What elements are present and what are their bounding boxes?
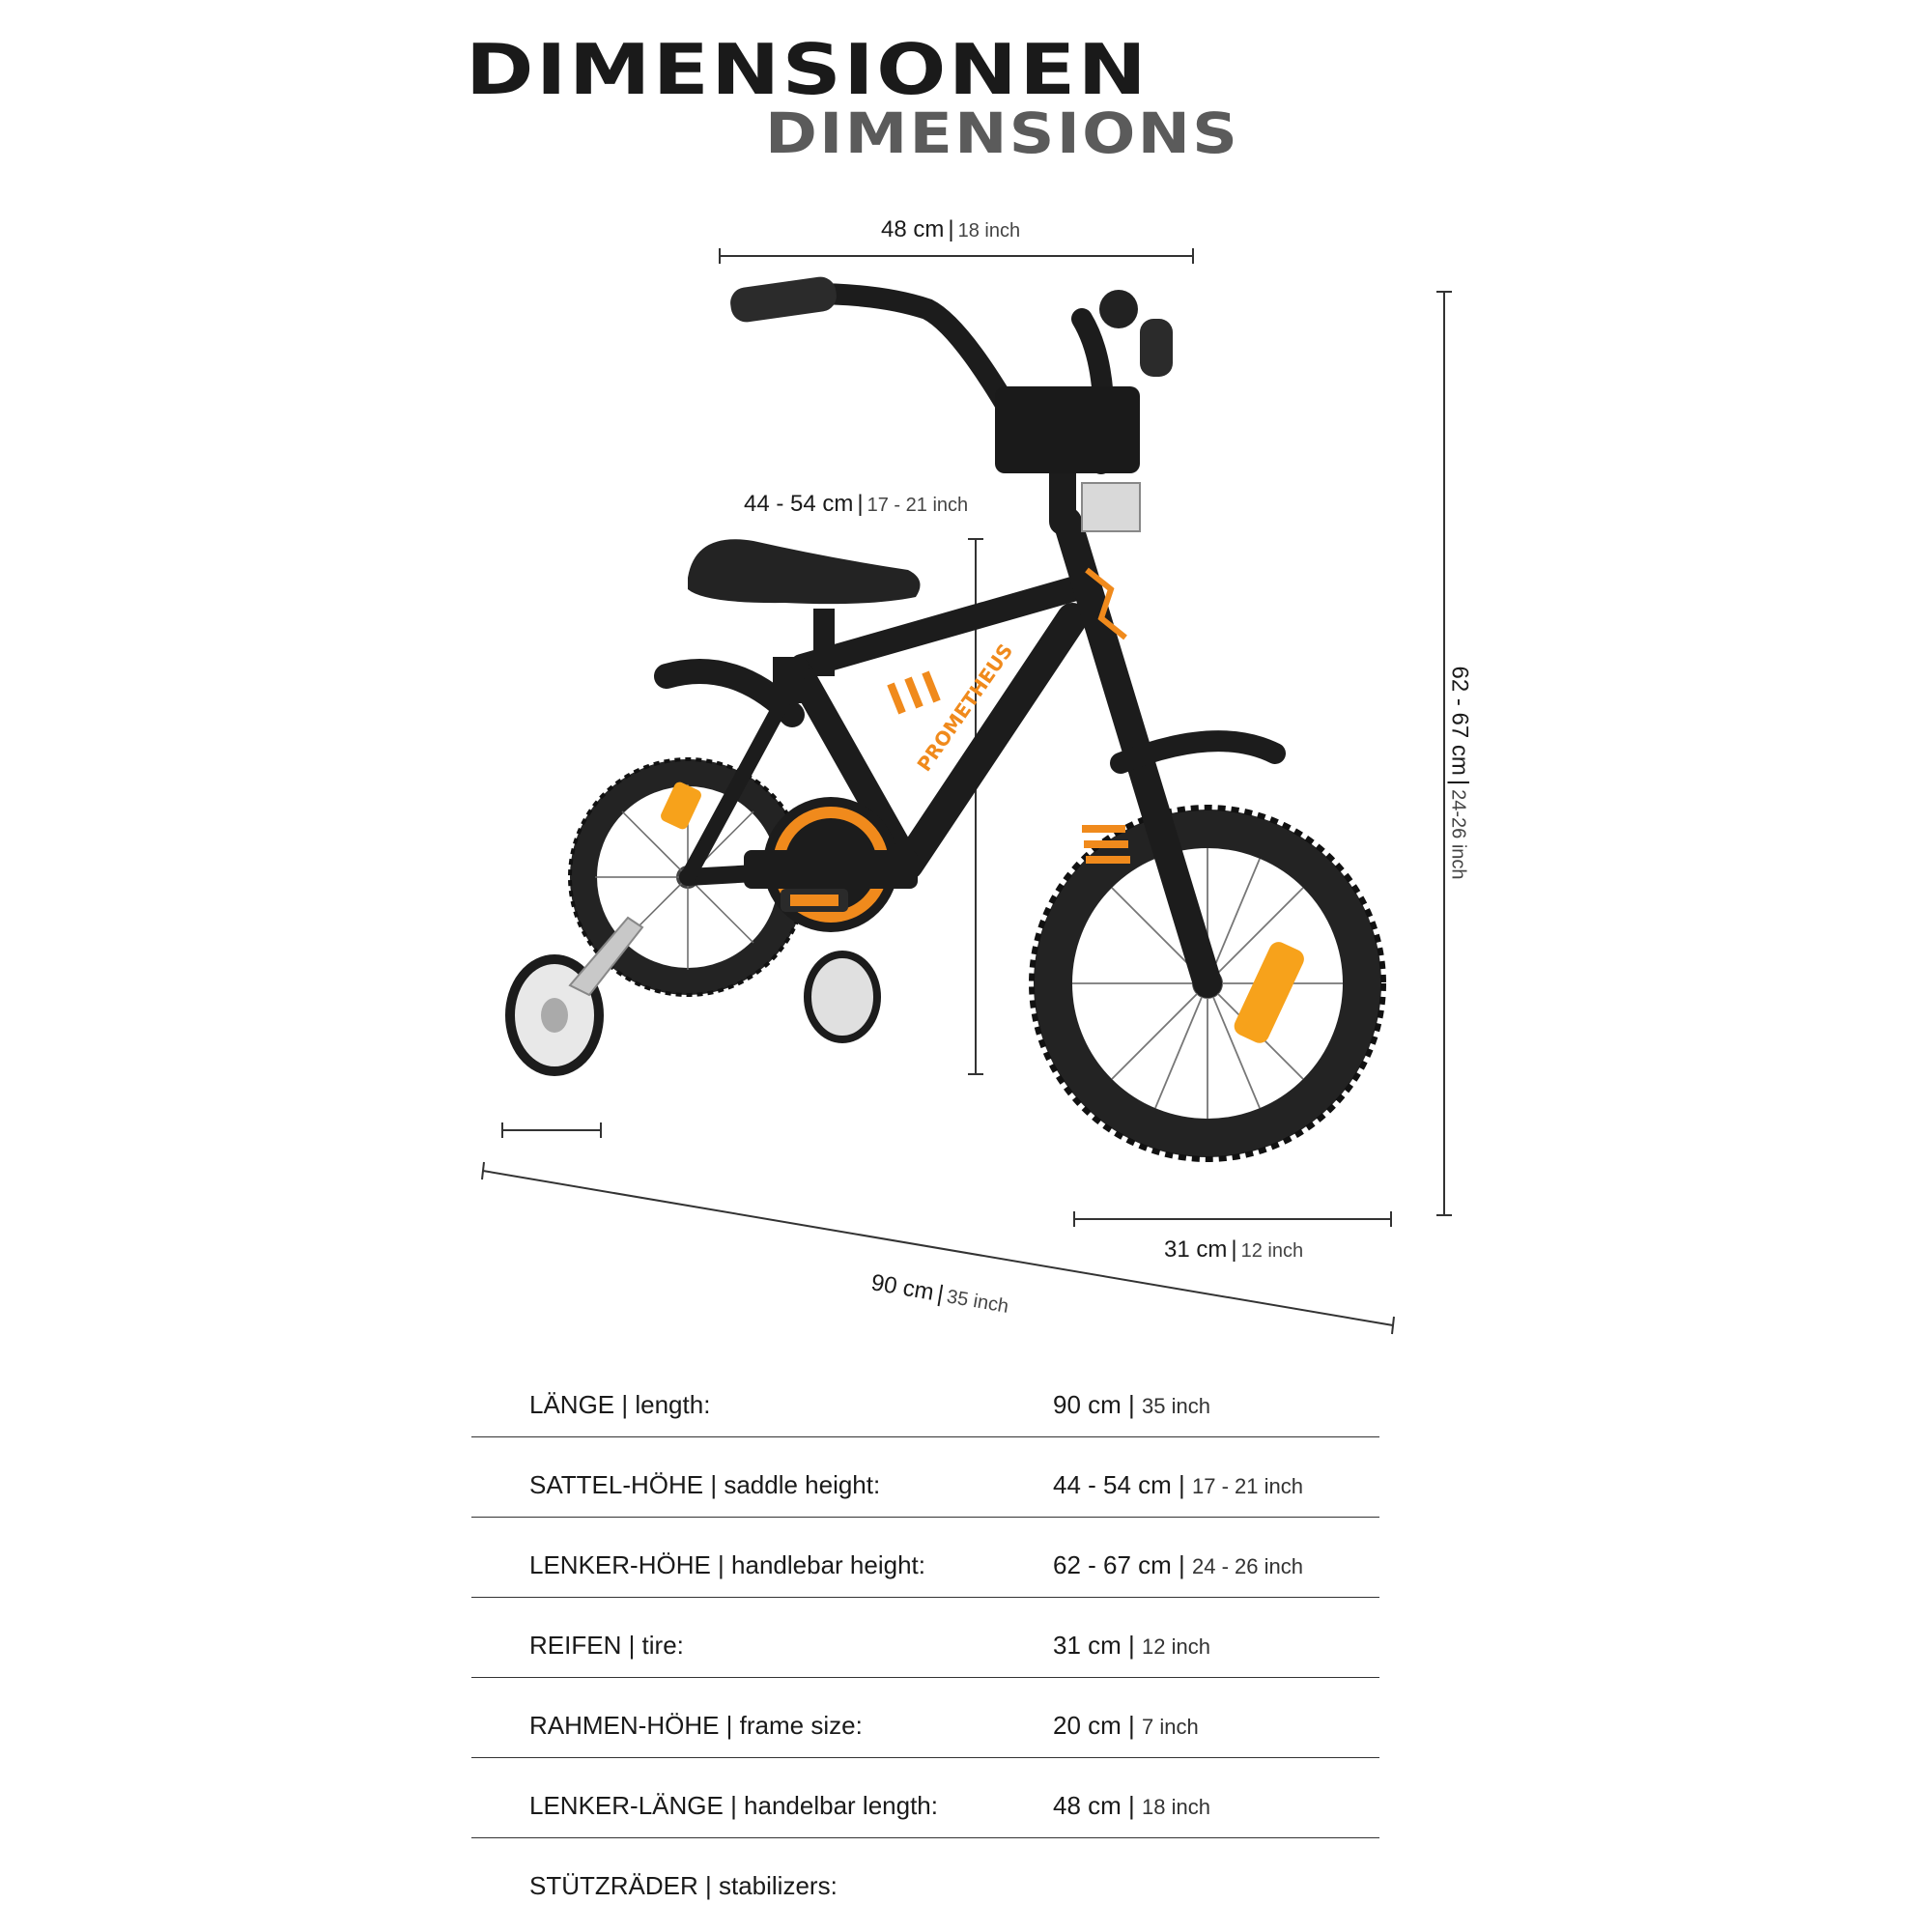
- spec-value: 62 - 67 cm | 24 - 26 inch: [1053, 1550, 1303, 1579]
- spec-label: RAHMEN-HÖHE | frame size:: [529, 1711, 863, 1740]
- total-height-label: 62 - 67 cm|24-26 inch: [1446, 666, 1473, 880]
- training-wheel-left: [505, 916, 644, 1076]
- right-grip: [1140, 319, 1173, 377]
- front-fender: [1110, 730, 1286, 774]
- table-row: LENKER-LÄNGE | handelbar length: 48 cm |…: [471, 1758, 1379, 1838]
- spec-label: LENKER-LÄNGE | handelbar length:: [529, 1791, 938, 1820]
- bike-dimension-drawing: PROMETHEUS: [481, 248, 1452, 1335]
- left-grip: [730, 276, 837, 323]
- spec-table: LÄNGE | length: 90 cm | 35 inch SATTEL-H…: [471, 1357, 1379, 1918]
- handlebar-pad: [995, 386, 1140, 473]
- frame-decals: [887, 670, 1130, 864]
- wheel-size-label: 31 cm|12 inch: [1164, 1236, 1304, 1263]
- table-row: LÄNGE | length: 90 cm | 35 inch: [471, 1357, 1379, 1437]
- spec-label: LENKER-HÖHE | handlebar height:: [529, 1550, 925, 1579]
- table-row: LENKER-HÖHE | handlebar height: 62 - 67 …: [471, 1518, 1379, 1598]
- seat-reflector: [773, 657, 804, 703]
- head-tube-logo: [1085, 567, 1127, 640]
- length-line: [482, 1170, 1394, 1326]
- title-english: DIMENSIONS: [765, 100, 1240, 166]
- table-row: RAHMEN-HÖHE | frame size: 20 cm | 7 inch: [471, 1678, 1379, 1758]
- table-row: REIFEN | tire: 31 cm | 12 inch: [471, 1598, 1379, 1678]
- saddle-height-label: 44 - 54 cm|17 - 21 inch: [744, 491, 969, 517]
- bell: [1099, 290, 1138, 328]
- title-german: DIMENSIONEN: [466, 29, 1150, 110]
- spec-value: 44 - 54 cm | 17 - 21 inch: [1053, 1470, 1303, 1499]
- spec-value: 20 cm | 7 inch: [1053, 1711, 1199, 1740]
- spec-label: LÄNGE | length:: [529, 1390, 711, 1419]
- spec-value: 48 cm | 18 inch: [1053, 1791, 1210, 1820]
- spec-label: STÜTZRÄDER | stabilizers:: [529, 1871, 838, 1900]
- pedal-reflector: [790, 895, 838, 906]
- front-reflector: [1081, 482, 1141, 532]
- spec-label: SATTEL-HÖHE | saddle height:: [529, 1470, 881, 1499]
- table-row: STÜTZRÄDER | stabilizers:: [471, 1838, 1379, 1918]
- table-row: SATTEL-HÖHE | saddle height: 44 - 54 cm …: [471, 1437, 1379, 1518]
- handlebar-width-label: 48 cm|18 inch: [881, 216, 1021, 242]
- saddle: [688, 539, 921, 676]
- dimension-lines: [481, 248, 1452, 1335]
- training-wheel-right: [804, 951, 881, 1043]
- bike-illustration: PROMETHEUS: [505, 276, 1386, 1162]
- spec-value: 31 cm | 12 inch: [1053, 1631, 1210, 1660]
- spec-value: 90 cm | 35 inch: [1053, 1390, 1210, 1419]
- spec-label: REIFEN | tire:: [529, 1631, 684, 1660]
